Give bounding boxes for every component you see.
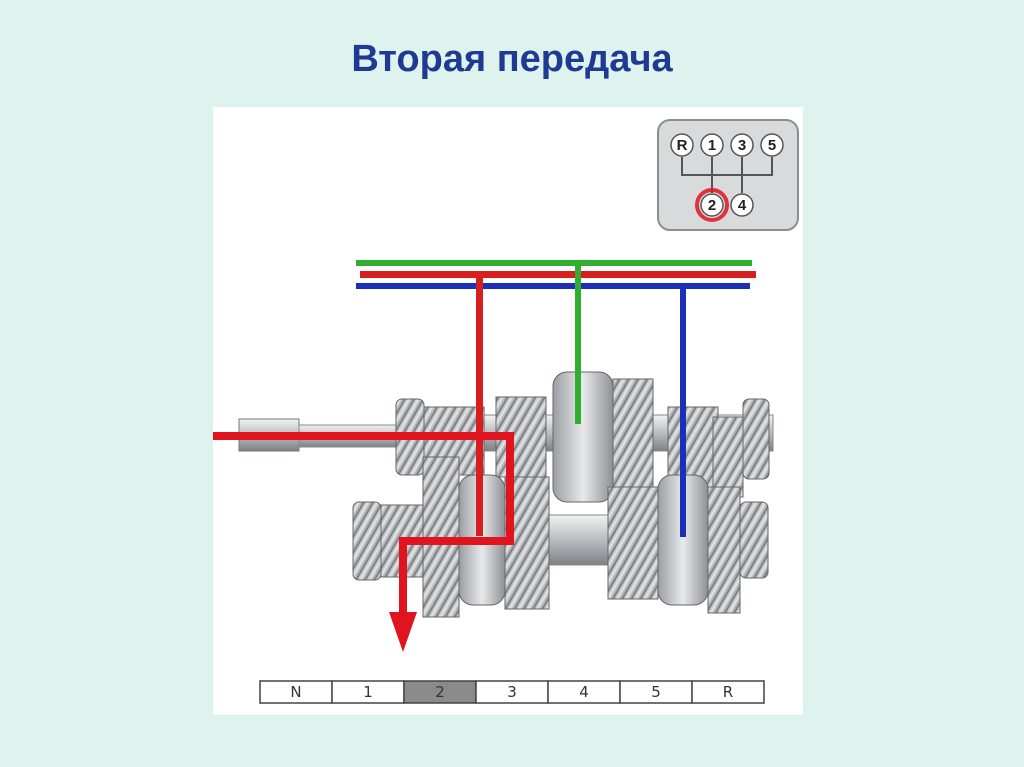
gear-upper-4 xyxy=(612,378,654,500)
slide-title: Вторая передача xyxy=(351,38,673,80)
shift-knob-2: 2 xyxy=(695,188,729,222)
shift-knob-r: R xyxy=(670,133,694,157)
gear-cell-1: 1 xyxy=(331,680,405,704)
gear-cell-2: 2 xyxy=(403,680,477,704)
fork-green xyxy=(575,266,581,424)
shift-knob-3: 3 xyxy=(730,133,754,157)
gear-selection-bar: N 1 2 3 4 5 R xyxy=(259,680,765,704)
shift-knob-1: 1 xyxy=(700,133,724,157)
rail-blue xyxy=(356,283,750,289)
shift-knob-label: R xyxy=(677,137,688,154)
gear-cell-label: N xyxy=(290,683,301,701)
gear-lower-6 xyxy=(707,486,741,614)
gearbox-illustration xyxy=(238,371,774,618)
gear-cell-4: 4 xyxy=(547,680,621,704)
gear-cell-label: 3 xyxy=(507,683,517,701)
fork-blue xyxy=(680,289,686,537)
gear-lower-5 xyxy=(607,486,659,600)
shift-knob-label: 4 xyxy=(738,197,747,214)
fork-red xyxy=(476,278,483,536)
gear-cell-r: R xyxy=(691,680,765,704)
gear-cell-label: 2 xyxy=(435,683,445,701)
gear-cell-label: 4 xyxy=(579,683,589,701)
gear-cell-label: 1 xyxy=(363,683,373,701)
gear-upper-6 xyxy=(712,416,744,498)
gear-upper-5 xyxy=(667,406,719,488)
rail-red xyxy=(360,271,756,278)
shift-knob-label: 1 xyxy=(708,137,716,154)
gear-cell-3: 3 xyxy=(475,680,549,704)
gear-lower-1 xyxy=(352,501,382,581)
shift-knob-label: 3 xyxy=(738,137,746,154)
shift-knob-label: 5 xyxy=(768,137,776,154)
shift-forks xyxy=(476,266,686,537)
selected-glow xyxy=(695,188,729,222)
shift-knob-4: 4 xyxy=(730,193,754,217)
synchro-upper xyxy=(552,371,614,503)
rail-green xyxy=(356,260,752,266)
shift-knob-5: 5 xyxy=(760,133,784,157)
gear-cell-n: N xyxy=(259,680,333,704)
gear-upper-end xyxy=(742,398,770,480)
shift-top-row: R 1 3 5 xyxy=(670,133,784,157)
gear-cell-label: R xyxy=(723,683,733,701)
shift-rails xyxy=(356,260,756,289)
gear-cell-label: 5 xyxy=(651,683,661,701)
power-flow-arrow xyxy=(213,432,514,652)
shift-knob-label: 2 xyxy=(708,197,716,214)
gear-cell-5: 5 xyxy=(619,680,693,704)
gear-lower-end xyxy=(739,501,769,579)
